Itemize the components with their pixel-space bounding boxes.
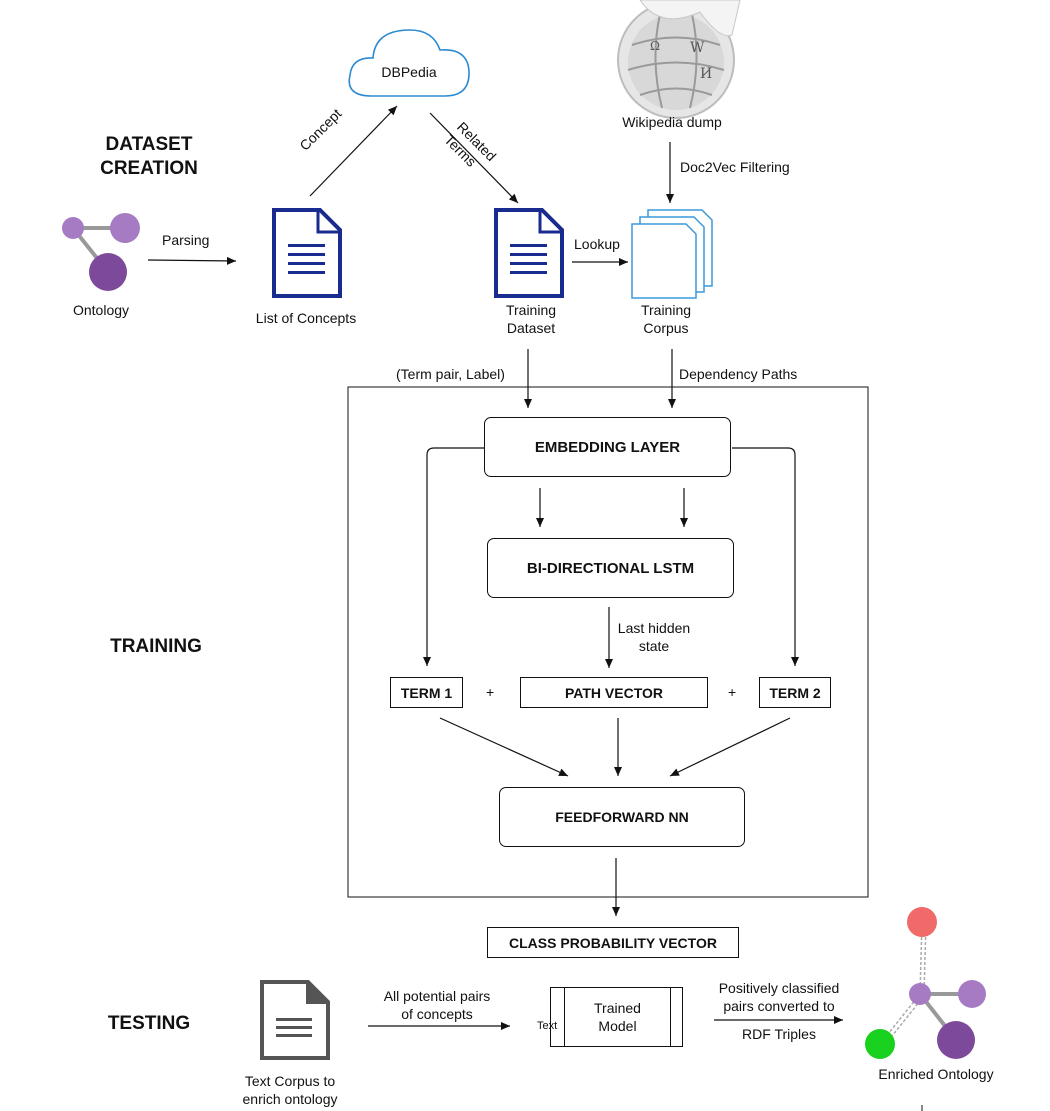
arrows <box>147 105 843 1030</box>
edge-last-hidden-label: Last hidden state <box>617 620 691 654</box>
enriched-ontology-graph-icon <box>865 907 986 1059</box>
enriched-ontology-label: Enriched Ontology <box>878 1066 994 1082</box>
concepts-document-icon <box>272 208 342 298</box>
edge-lookup-label: Lookup <box>574 236 620 252</box>
text-corpus-label: Text Corpus to enrich ontology <box>242 1073 338 1107</box>
svg-text:И: И <box>700 66 712 82</box>
class-probability-text: CLASS PROBABILITY VECTOR <box>509 934 717 951</box>
bilstm-text: BI-DIRECTIONAL LSTM <box>526 559 695 577</box>
svg-text:W: W <box>690 40 705 56</box>
section-testing: TESTING <box>107 1013 191 1034</box>
term2-text: TERM 2 <box>769 684 821 701</box>
section-dataset-creation: DATASET CREATION <box>100 134 198 179</box>
path-vector-text: PATH VECTOR <box>564 684 663 701</box>
svg-text:Ω: Ω <box>650 39 660 53</box>
edge-doc2vec-label: Doc2Vec Filtering <box>680 159 790 175</box>
edge-positively-label: Positively classified pairs converted to <box>718 980 840 1014</box>
trained-model-side-text: Text <box>537 1020 558 1032</box>
bilstm-box: BI-DIRECTIONAL LSTM <box>487 538 734 598</box>
training-dataset-label: Training Dataset <box>505 302 557 336</box>
trained-model-right-bar <box>670 988 671 1046</box>
dbpedia-cloud-icon <box>348 29 470 97</box>
section-training: TRAINING <box>110 636 202 657</box>
training-region <box>347 386 869 898</box>
term1-box: TERM 1 <box>390 677 463 708</box>
trained-model-left-bar <box>564 988 565 1046</box>
plus-sign-1: + <box>486 684 495 700</box>
training-corpus-pages-icon <box>631 209 713 299</box>
dbpedia-label: DBPedia <box>381 64 437 80</box>
embedding-layer-text: EMBEDDING LAYER <box>534 438 681 456</box>
edge-all-pairs-label: All potential pairs of concepts <box>383 988 491 1022</box>
training-corpus-label: Training Corpus <box>640 302 692 336</box>
trained-model-text: Trained Model <box>594 1000 641 1034</box>
embedding-layer-box: EMBEDDING LAYER <box>484 417 731 477</box>
plus-sign-2: + <box>728 684 737 700</box>
edge-parsing-label: Parsing <box>162 232 210 248</box>
list-of-concepts-label: List of Concepts <box>255 310 357 326</box>
edge-term-pair-label: (Term pair, Label) <box>396 366 505 382</box>
text-corpus-document-icon <box>260 980 330 1060</box>
term2-box: TERM 2 <box>759 677 831 708</box>
edge-rdf-triples-label: RDF Triples <box>742 1026 816 1042</box>
feedforward-box: FEEDFORWARD NN <box>499 787 745 847</box>
class-probability-box: CLASS PROBABILITY VECTOR <box>487 927 739 958</box>
feedforward-text: FEEDFORWARD NN <box>555 809 689 825</box>
wikipedia-label: Wikipedia dump <box>622 114 722 130</box>
trained-model-box: Text Trained Model <box>537 987 683 1047</box>
edge-dependency-paths-label: Dependency Paths <box>679 366 798 382</box>
training-dataset-document-icon <box>494 208 564 298</box>
ontology-graph-icon <box>62 213 140 291</box>
wikipedia-globe-icon: Ω W И <box>617 0 741 119</box>
ontology-label: Ontology <box>72 302 130 318</box>
path-vector-box: PATH VECTOR <box>520 677 708 708</box>
term1-text: TERM 1 <box>400 684 453 701</box>
